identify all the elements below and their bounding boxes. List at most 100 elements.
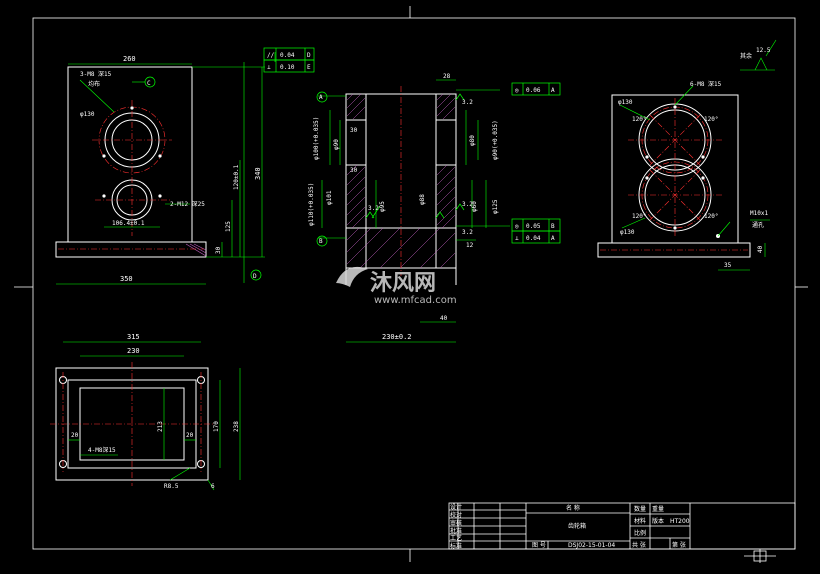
tb-weight-label: 重量 xyxy=(652,505,664,513)
watermark-text: 沐风网 xyxy=(370,271,436,296)
holes-top-note: 均布 xyxy=(88,80,100,88)
dim-top-h3: 238 xyxy=(233,421,240,432)
datum-d: D xyxy=(253,273,257,280)
angle-1: 120° xyxy=(632,116,646,123)
dim-top-20b: 20 xyxy=(186,432,194,439)
tol2-symbol: ⊥ xyxy=(267,64,271,71)
dim-h-base: 30 xyxy=(215,246,222,254)
dim-side-w35: 35 xyxy=(724,262,732,269)
tol1-symbol: // xyxy=(267,52,275,59)
tb-code-label: 图 号 xyxy=(532,542,546,549)
tb-row-design: 设计 xyxy=(450,503,462,511)
tb-qty-label: 数量 xyxy=(634,505,646,513)
thread-label: M10x1 xyxy=(750,210,768,217)
tol-a-value: 0.06 xyxy=(526,87,541,94)
front-view: 260 350 3-M8 深15 均布 φ130 2-M12 深25 106.4… xyxy=(55,47,315,285)
dim-total-width: 230±0.2 xyxy=(382,333,412,341)
rough-all-value: 12.5 xyxy=(756,47,771,54)
tol2-ref: E xyxy=(307,64,311,71)
tb-scale-label: 比例 xyxy=(634,529,646,537)
datum-b: B xyxy=(319,238,323,245)
dim-12: 12 xyxy=(466,242,474,249)
dim-d4: φ101 xyxy=(326,190,333,205)
tb-version-label: 版本 xyxy=(652,517,664,525)
dim-d2: φ90 xyxy=(333,139,340,150)
tb-code: DSJ02-15-01-04 xyxy=(568,542,615,549)
tol-b-symbol: ◎ xyxy=(515,223,519,230)
watermark: 沐风网 www.mfcad.com xyxy=(336,266,457,306)
dim-h-bore: 120±0.1 xyxy=(233,164,240,190)
tb-page-label: 第 张 xyxy=(672,541,686,549)
dim-w40: 40 xyxy=(440,315,448,322)
dim-base-width: 350 xyxy=(120,275,133,283)
dim-d3: φ110(+0.035) xyxy=(308,183,315,226)
angle-4: 120° xyxy=(704,213,718,220)
top-view: 315 230 213 170 238 20 20 4-M8深15 R8.5 6 xyxy=(50,333,241,491)
tol1-value: 0.04 xyxy=(280,52,295,59)
dim-d7: φ80 xyxy=(469,135,476,146)
tol-b-ref: B xyxy=(551,223,555,230)
angle-2: 120° xyxy=(704,116,718,123)
side-bore2: φ130 xyxy=(620,229,635,236)
tb-material: HT200 xyxy=(670,518,690,525)
tol-a-symbol: ◎ xyxy=(515,87,519,94)
tol-c-ref: A xyxy=(551,235,555,242)
section-view: 28 A B 3.2 3.2 3.2 3.2 φ100(+0.035) φ90 … xyxy=(308,73,561,343)
dim-d10: φ125 xyxy=(492,199,499,214)
datum-a: A xyxy=(319,94,323,101)
side-view: 12.5 其余 6-M8 深15 φ130 φ130 120° 120° 120… xyxy=(597,39,777,271)
dim-top-w2: 230 xyxy=(127,347,140,355)
dim-top-h2: 170 xyxy=(213,421,220,432)
watermark-url: www.mfcad.com xyxy=(374,295,457,306)
dim-width: 260 xyxy=(123,55,136,63)
tol2-value: 0.10 xyxy=(280,64,295,71)
dim-d9: φ60 xyxy=(471,201,478,212)
dim-d8: φ90(+0.035) xyxy=(492,120,499,160)
dim-d6: φ88 xyxy=(419,194,426,205)
dim-h30b: 30 xyxy=(350,167,358,174)
tb-sheet-label: 共 张 xyxy=(632,541,646,549)
dim-h-total: 340 xyxy=(254,167,262,180)
thread-note: 通孔 xyxy=(752,221,764,229)
holes-top-label: 3-M8 深15 xyxy=(80,70,112,78)
dim-top-width: 28 xyxy=(443,73,451,80)
side-holes-label: 6-M8 深15 xyxy=(690,80,722,88)
tol-c-symbol: ⊥ xyxy=(515,235,519,242)
title-block: 设计 校对 审核 批准 工艺 标准 名 称 齿轮箱 图 号 DSJ02-15-0… xyxy=(448,502,796,550)
tb-row-standard: 标准 xyxy=(450,542,462,550)
roughness-1: 3.2 xyxy=(462,99,473,106)
roughness-4: 3.2 xyxy=(462,229,473,236)
dim-d5: φ95 xyxy=(379,201,386,212)
top-holes-label: 4-M8深15 xyxy=(88,446,116,454)
tol1-ref: D xyxy=(307,52,311,59)
side-bore1: φ130 xyxy=(618,99,633,106)
tb-row-check: 校对 xyxy=(450,511,462,519)
tol-c-value: 0.04 xyxy=(526,235,541,242)
tol-b-value: 0.05 xyxy=(526,223,541,230)
dim-top-h1: 213 xyxy=(157,421,164,432)
tb-part-name: 齿轮箱 xyxy=(568,522,586,530)
tb-material-label: 材料 xyxy=(634,517,646,525)
holes-bottom-label: 2-M12 深25 xyxy=(170,200,205,208)
dim-top-20a: 20 xyxy=(71,432,79,439)
dim-h30a: 30 xyxy=(350,127,358,134)
top-radius: R8.5 xyxy=(164,483,179,490)
tol-a-ref: A xyxy=(551,87,555,94)
tb-row-review: 审核 xyxy=(450,519,462,527)
dim-spacing: 106.4±0.1 xyxy=(112,220,145,227)
roughness-3: 3.2 xyxy=(462,201,473,208)
rough-all-note: 其余 xyxy=(740,52,752,60)
dim-side-h40: 40 xyxy=(757,245,764,253)
watermark-logo-icon xyxy=(336,266,368,287)
angle-3: 120° xyxy=(632,213,646,220)
tb-row-process: 工艺 xyxy=(450,534,462,542)
drawing-frame xyxy=(14,6,808,563)
bore-top-label: φ130 xyxy=(80,111,95,118)
roughness-2: 3.2 xyxy=(368,205,379,212)
tb-name-header: 名 称 xyxy=(566,504,580,512)
tb-row-approve: 批准 xyxy=(450,527,462,535)
dim-d1: φ100(+0.035) xyxy=(313,117,320,160)
dim-top-w1: 315 xyxy=(127,333,140,341)
datum-c: C xyxy=(147,80,151,87)
